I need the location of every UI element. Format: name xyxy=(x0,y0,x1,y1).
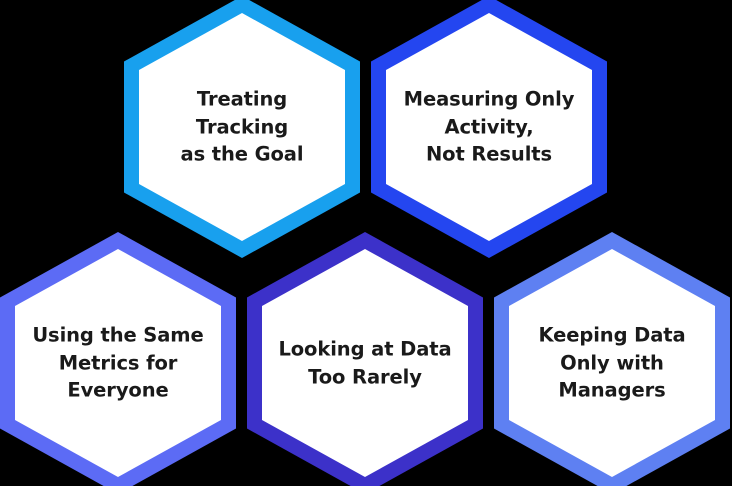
hexagon-data-too-rarely[interactable]: Looking at Data Too Rarely xyxy=(247,232,483,486)
hexagon-fill-shape xyxy=(262,249,468,477)
hexagon-treating-tracking[interactable]: Treating Tracking as the Goal xyxy=(124,0,360,258)
hexagon-measuring-activity[interactable]: Measuring Only Activity, Not Results xyxy=(371,0,607,258)
hexagon-same-metrics[interactable]: Using the Same Metrics for Everyone xyxy=(0,232,236,486)
hexagon-keeping-data[interactable]: Keeping Data Only with Managers xyxy=(494,232,730,486)
